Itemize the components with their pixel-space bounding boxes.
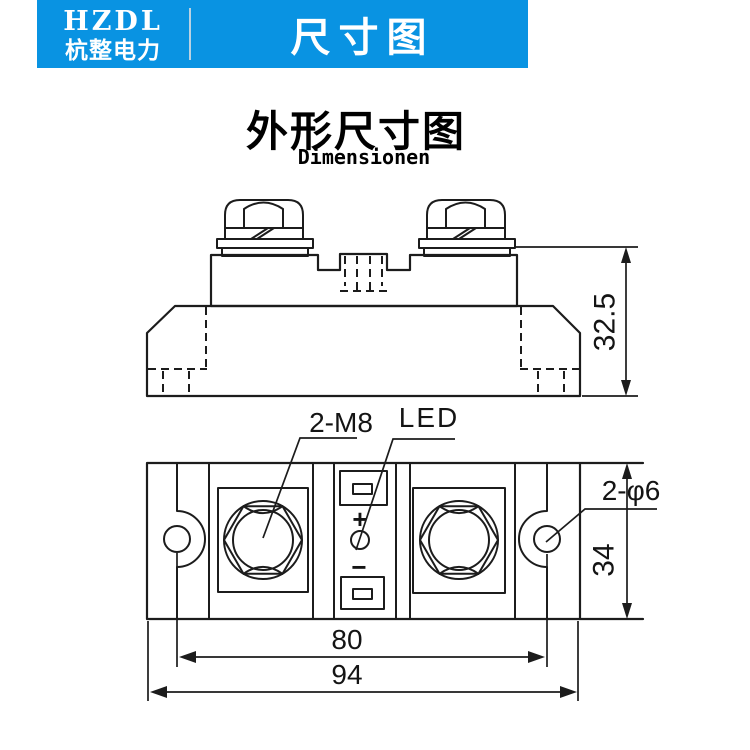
mounting-ear-left <box>163 462 206 620</box>
dimension-34: 34 <box>588 463 632 619</box>
section-subtitle: Dimensionen <box>297 145 431 169</box>
dim-32-5-label: 32.5 <box>589 293 622 351</box>
arrowhead-up-icon <box>622 463 632 479</box>
control-connector-bottom <box>340 576 385 610</box>
side-view: 32.5 <box>145 199 638 398</box>
dimension-32-5: 32.5 <box>514 246 638 397</box>
leader-led <box>355 438 455 551</box>
body-segment-lines <box>208 462 516 620</box>
leader-bolt-spec <box>262 437 357 539</box>
control-connector-top <box>339 470 388 506</box>
brand-logo-acronym: HZDL <box>63 5 163 37</box>
arrowhead-down-icon <box>622 603 632 619</box>
terminal-nut-right <box>412 487 506 594</box>
top-view: + − 2-M8 LED 2-φ6 34 80 <box>145 402 661 701</box>
plus-label: + <box>352 504 367 534</box>
mounting-hole-left <box>163 525 191 553</box>
dimension-94: 94 <box>147 621 579 701</box>
arrowhead-left-icon <box>179 651 196 663</box>
arrowhead-left-icon <box>150 686 167 698</box>
module-upper-block <box>209 252 519 308</box>
module-base <box>145 304 582 398</box>
base-hidden-lines <box>148 307 579 394</box>
terminal-bolt-right <box>418 199 516 257</box>
hole-spec-label: 2-φ6 <box>602 475 661 506</box>
dim-34-label: 34 <box>588 543 621 576</box>
bolt-spec-label: 2-M8 <box>309 407 373 438</box>
arrowhead-right-icon <box>528 651 545 663</box>
dim-94-label: 94 <box>331 659 362 690</box>
arrowhead-right-icon <box>560 686 577 698</box>
minus-label: − <box>351 552 366 582</box>
leader-hole-spec <box>545 508 657 543</box>
section-title: 外形尺寸图 <box>245 108 466 155</box>
terminal-nut-left <box>217 487 309 593</box>
arrowhead-up-icon <box>621 247 631 263</box>
mounting-hole-right <box>533 525 561 553</box>
led-indicator <box>350 530 370 550</box>
hidden-center-hole <box>340 256 387 293</box>
header-bar: HZDL 杭整电力 尺寸图 <box>37 0 528 68</box>
arrowhead-down-icon <box>621 380 631 396</box>
header-divider <box>189 8 191 60</box>
dim-80-label: 80 <box>331 624 362 655</box>
led-label: LED <box>399 402 459 433</box>
brand-logo: HZDL 杭整电力 <box>37 0 189 68</box>
terminal-bolt-left <box>216 199 314 257</box>
dimension-80: 80 <box>176 553 548 667</box>
brand-logo-chinese: 杭整电力 <box>65 37 161 64</box>
page-title: 尺寸图 <box>290 16 435 60</box>
mounting-ear-right <box>518 462 561 620</box>
